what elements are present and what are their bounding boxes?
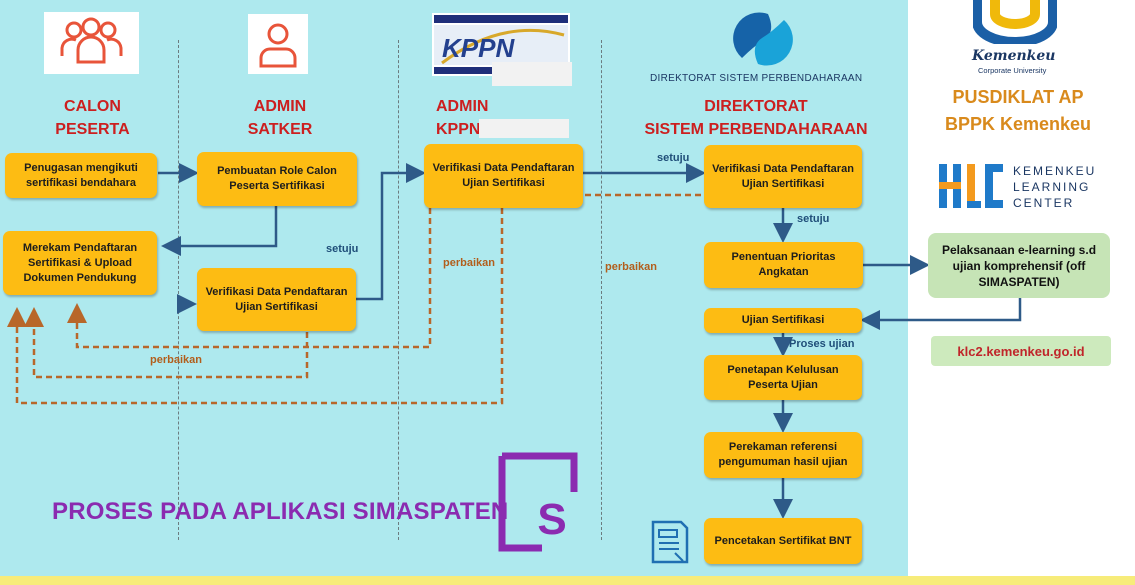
redaction-block [479, 119, 569, 138]
bottom-strip [0, 576, 1135, 585]
box-merekam: Merekam Pendaftaran Sertifikasi & Upload… [3, 231, 157, 295]
box-pencetakan-sertifikat: Pencetakan Sertifikat BNT [704, 518, 862, 564]
box-verifikasi-satker: Verifikasi Data Pendaftaran Ujian Sertif… [197, 268, 356, 331]
simaspaten-logo-letter: S [537, 495, 566, 544]
label-proses-ujian: Proses ujian [789, 338, 855, 350]
header-admin-kppn: ADMIN KPPN [436, 98, 489, 138]
kppn-logo-text: KPPN [442, 33, 515, 63]
arrow-perbaikan-kppn [67, 208, 432, 349]
box-ujian-sertifikasi: Ujian Sertifikasi [704, 308, 862, 333]
box-penentuan-prioritas: Penentuan Prioritas Angkatan [704, 242, 863, 288]
arrow-satker-to-kppn [356, 163, 426, 301]
arrow-elearning-to-ujian [860, 298, 1022, 330]
djpb-logo-text: DIREKTORAT SISTEM PERBENDAHARAAN [650, 73, 863, 84]
arrow-role-to-merekam [161, 206, 278, 256]
label-perbaikan-dit: perbaikan [605, 261, 657, 273]
klc-logo-icon [939, 162, 1005, 210]
djpb-logo-icon [728, 10, 796, 68]
certificate-icon [651, 520, 689, 564]
kemenkeu-logo-subtitle: Corporate University [978, 66, 1047, 75]
label-setuju-satker: setuju [326, 243, 359, 255]
box-elearning: Pelaksanaan e-learning s.d ujian kompreh… [928, 233, 1110, 298]
column-divider [178, 40, 179, 540]
label-perbaikan-satker: perbaikan [150, 354, 202, 366]
header-direktorat: DIREKTORAT SISTEM PERBENDAHARAAN [644, 98, 868, 138]
box-penugasan: Penugasan mengikuti sertifikasi bendahar… [5, 153, 157, 198]
arrow-perbaikan-satker [24, 307, 309, 379]
pusdiklat-title: PUSDIKLAT AP BPPK Kemenkeu [944, 87, 1092, 134]
label-setuju-dit: setuju [797, 213, 830, 225]
kemenkeu-logo-text: Kemenkeu [972, 48, 1056, 64]
header-calon-peserta: CALON PESERTA [55, 98, 130, 138]
label-setuju-kppn: setuju [657, 152, 690, 164]
page-title: PROSES PADA APLIKASI SIMASPATEN [52, 498, 509, 525]
label-perbaikan-kppn: perbaikan [443, 257, 495, 269]
kemenkeu-logo-icon [972, 0, 1058, 47]
klc-url[interactable]: klc2.kemenkeu.go.id [931, 336, 1111, 366]
redaction-block [492, 62, 572, 86]
simaspaten-logo: S [498, 452, 580, 552]
klc-logo-text: KEMENKEU LEARNING CENTER [1013, 164, 1097, 210]
arrow-perbaikan-dit [6, 208, 504, 405]
header-admin-satker: ADMIN SATKER [247, 98, 313, 138]
column-divider [398, 40, 399, 540]
people-icon [44, 12, 139, 74]
box-perekaman-referensi: Perekaman referensi pengumuman hasil uji… [704, 432, 862, 478]
box-pembuatan-role: Pembuatan Role Calon Peserta Sertifikasi [197, 152, 357, 206]
box-verifikasi-kppn: Verifikasi Data Pendaftaran Ujian Sertif… [424, 144, 583, 208]
user-icon [248, 14, 308, 74]
column-divider [601, 40, 602, 540]
box-verifikasi-dit: Verifikasi Data Pendaftaran Ujian Sertif… [704, 145, 862, 208]
box-penetapan-kelulusan: Penetapan Kelulusan Peserta Ujian [704, 355, 862, 400]
